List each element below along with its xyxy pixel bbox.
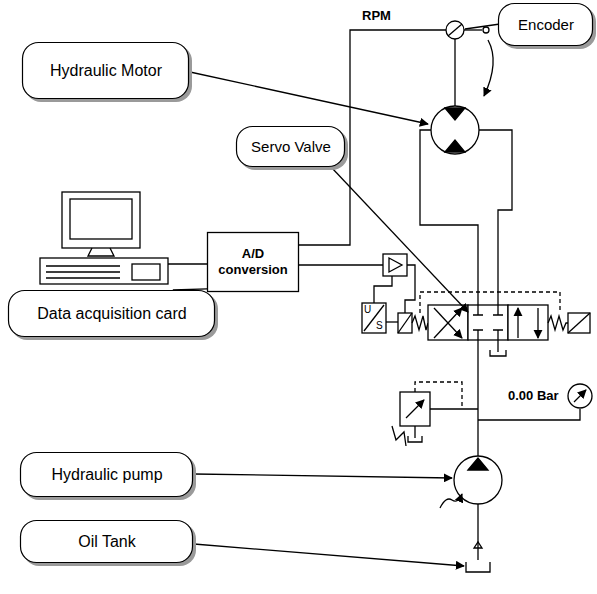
servo-valve-symbol	[398, 292, 590, 340]
callout-bubble: Servo Valve	[236, 126, 346, 168]
callout-text: Hydraulic pump	[51, 465, 162, 484]
callout-bubble: Hydraulic Motor	[22, 42, 190, 100]
encoder-symbol	[446, 21, 493, 106]
callout-border	[21, 453, 193, 497]
leader-line	[332, 168, 468, 312]
callout-text: Servo Valve	[251, 138, 331, 156]
callout-text: Data acquisition card	[37, 304, 186, 323]
callout-pointer	[173, 289, 207, 290]
box-text: A/D conversion	[215, 246, 291, 277]
pressure-gauge	[478, 384, 592, 420]
callout-bubble: Data acquisition card	[8, 290, 216, 338]
hydraulic-pump-symbol	[440, 340, 502, 560]
computer	[40, 192, 168, 284]
callout-bubble: Encoder	[498, 3, 594, 47]
sensor-letter: U	[364, 304, 371, 315]
box-border	[208, 233, 299, 292]
amplifier-symbol	[383, 254, 415, 313]
tank-port	[490, 340, 506, 356]
leader-line	[194, 544, 464, 566]
gauge-reading: 0.00 Bar	[508, 389, 559, 403]
leader-line	[465, 24, 500, 29]
relief-valve-symbol	[392, 382, 478, 446]
callout-border	[237, 127, 345, 167]
callout-border	[9, 291, 215, 337]
signal-label: RPM	[362, 9, 391, 23]
callout-border	[23, 43, 189, 99]
signal-wire	[299, 264, 383, 265]
callout-text: Encoder	[518, 16, 574, 34]
callout-text: Hydraulic Motor	[50, 61, 162, 80]
leader-line	[190, 72, 428, 124]
process-box: A/D conversion	[207, 232, 299, 292]
sensor-letter: S	[376, 320, 383, 331]
leader-line	[194, 474, 452, 478]
oil-tank-symbol	[466, 562, 490, 572]
callout-text: Oil Tank	[78, 532, 136, 551]
signal-wire	[168, 263, 207, 264]
callout-border	[21, 521, 193, 563]
position-sensor	[362, 276, 398, 333]
callout-border	[499, 4, 593, 46]
callout-bubble: Hydraulic pump	[20, 452, 194, 498]
callout-bubble: Oil Tank	[20, 520, 194, 564]
